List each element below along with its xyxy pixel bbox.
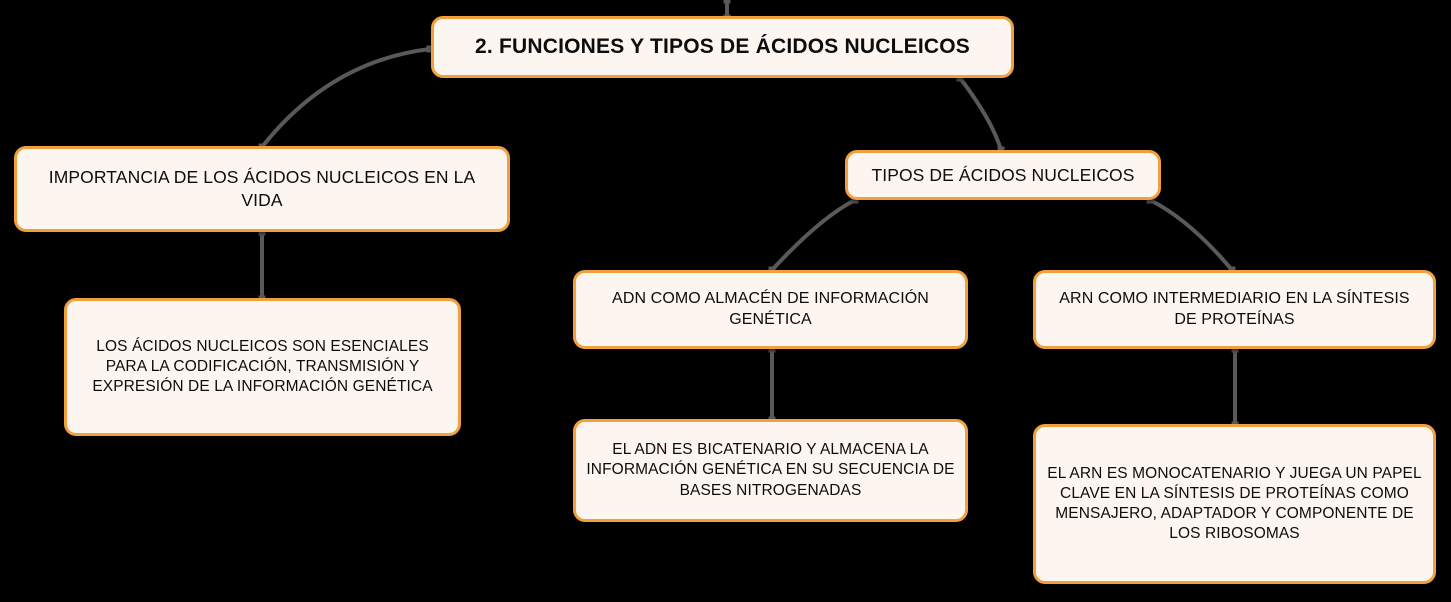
- node-arn-intermediario-sintesis[interactable]: ARN COMO INTERMEDIARIO EN LA SÍNTESIS DE…: [1033, 270, 1436, 349]
- connector-root-to-importancia: [260, 47, 431, 149]
- node-adn-detalle[interactable]: EL ADN ES BICATENARIO Y ALMACENA LA INFO…: [573, 419, 968, 522]
- node-arn-intermediario-sintesis-label: ARN COMO INTERMEDIARIO EN LA SÍNTESIS DE…: [1059, 289, 1410, 328]
- connector-tipos-to-arn: [1149, 198, 1234, 272]
- connector-top-stub-endpoint: [723, 0, 731, 4]
- node-adn-almacen-informacion-label: ADN COMO ALMACÉN DE INFORMACIÓN GENÉTICA: [612, 289, 929, 328]
- node-arn-detalle-label: EL ARN ES MONOCATENARIO Y JUEGA UN PAPEL…: [1047, 464, 1422, 543]
- node-tipos-acidos-nucleicos[interactable]: TIPOS DE ÁCIDOS NUCLEICOS: [845, 150, 1161, 200]
- node-importancia-detalle-label: LOS ÁCIDOS NUCLEICOS SON ESENCIALES PARA…: [92, 337, 433, 396]
- root-title-node-label: 2. FUNCIONES Y TIPOS DE ÁCIDOS NUCLEICOS: [475, 35, 970, 59]
- node-arn-detalle[interactable]: EL ARN ES MONOCATENARIO Y JUEGA UN PAPEL…: [1033, 424, 1436, 584]
- node-adn-almacen-informacion[interactable]: ADN COMO ALMACÉN DE INFORMACIÓN GENÉTICA: [573, 270, 968, 349]
- connector-tipos-to-adn: [770, 198, 856, 272]
- node-importancia-acidos-nucleicos-label: IMPORTANCIA DE LOS ÁCIDOS NUCLEICOS EN L…: [48, 167, 476, 210]
- node-importancia-detalle[interactable]: LOS ÁCIDOS NUCLEICOS SON ESENCIALES PARA…: [64, 298, 461, 436]
- node-importancia-acidos-nucleicos[interactable]: IMPORTANCIA DE LOS ÁCIDOS NUCLEICOS EN L…: [14, 146, 510, 232]
- connector-root-to-tipos: [958, 76, 1003, 151]
- node-tipos-acidos-nucleicos-label: TIPOS DE ÁCIDOS NUCLEICOS: [871, 164, 1135, 185]
- root-title-node[interactable]: 2. FUNCIONES Y TIPOS DE ÁCIDOS NUCLEICOS: [431, 16, 1014, 78]
- node-adn-detalle-label: EL ADN ES BICATENARIO Y ALMACENA LA INFO…: [586, 441, 955, 499]
